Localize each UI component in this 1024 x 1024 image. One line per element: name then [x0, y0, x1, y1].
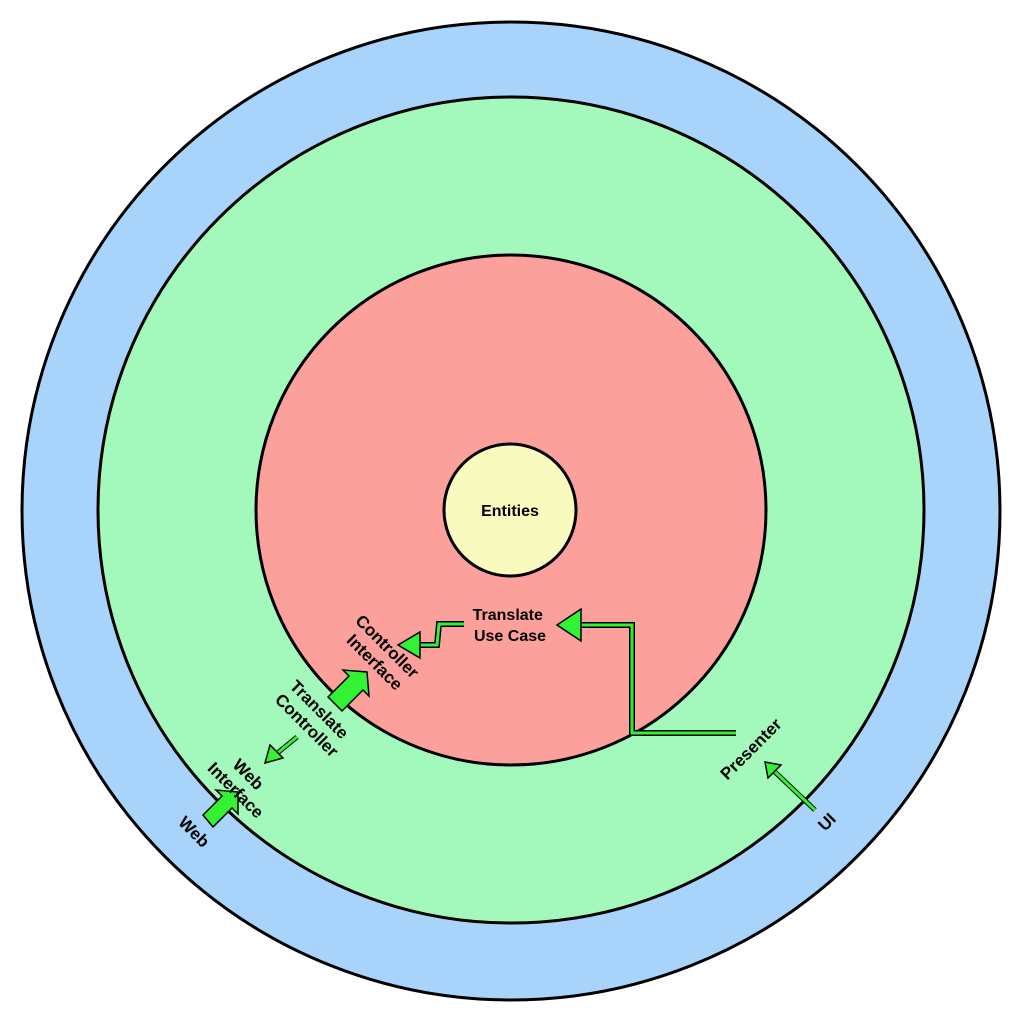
entities-layer [442, 442, 578, 578]
ui-to-presenter-arrow [764, 761, 817, 812]
use-case-to-controller-interface-arrow [396, 621, 464, 660]
entities-label: Entities [481, 503, 539, 520]
presenter-to-use-case-arrow [555, 607, 736, 736]
controller-to-web-interface-arrow [263, 735, 299, 765]
web-to-web-interface-arrow [201, 789, 239, 829]
translate-use-case-label: Translate Use Case [473, 607, 548, 645]
translate-controller-to-interface-arrow [326, 669, 370, 713]
